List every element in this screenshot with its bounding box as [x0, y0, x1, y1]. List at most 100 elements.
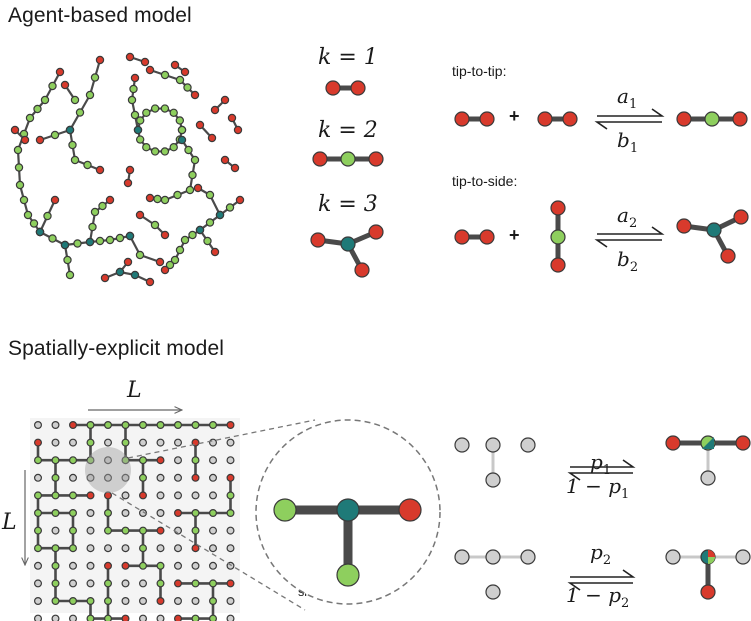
lattice-node — [139, 526, 148, 535]
s1-bottom — [485, 472, 501, 488]
lattice-node — [226, 438, 235, 447]
lattice-node — [156, 614, 165, 621]
lattice-node — [86, 561, 95, 570]
lattice-node — [191, 614, 200, 621]
lattice-node — [226, 614, 235, 621]
agent-node — [150, 147, 160, 156]
agent-node — [210, 105, 220, 115]
rate-a2: a2 — [617, 203, 638, 231]
agent-node — [195, 120, 205, 130]
lattice-grid — [25, 410, 240, 621]
zoom-center-node — [336, 498, 360, 522]
tt-prod-b — [704, 111, 720, 127]
lattice-node — [121, 491, 130, 500]
agent-node — [55, 67, 65, 77]
agent-node — [125, 231, 135, 241]
forward-harpoon — [570, 569, 636, 578]
lattice-node — [103, 526, 112, 535]
lattice-node — [86, 438, 95, 447]
agent-node — [145, 277, 155, 287]
lattice-node — [139, 544, 148, 553]
lattice-node — [51, 544, 60, 553]
agent-node — [175, 116, 185, 125]
degree-label-k3: k = 3 — [318, 192, 378, 217]
k3-node-bottom — [354, 262, 370, 278]
lattice-node — [174, 438, 183, 447]
lattice-node — [51, 491, 60, 500]
lattice-node — [121, 544, 130, 553]
agent-node — [177, 125, 187, 135]
agent-node — [150, 104, 160, 113]
agent-node — [10, 125, 20, 135]
agent-node — [100, 273, 110, 283]
s1-mid — [485, 437, 501, 453]
agent-node — [115, 233, 125, 243]
agent-node — [43, 211, 52, 221]
agent-node — [188, 170, 197, 180]
lattice-node — [121, 473, 130, 482]
ts-a — [454, 229, 470, 245]
lattice-node — [209, 526, 218, 535]
backward-harpoon — [594, 239, 662, 248]
agent-node — [135, 250, 145, 260]
zoom-guide-bottom — [111, 492, 306, 611]
agent-node — [90, 73, 100, 82]
lattice-node — [139, 509, 148, 518]
agent-node — [95, 165, 105, 175]
lattice-node — [103, 561, 112, 570]
agent-node — [35, 227, 45, 237]
lattice-node — [103, 544, 112, 553]
agent-node — [142, 108, 151, 117]
spatial-reactions — [454, 435, 751, 600]
agent-node — [73, 239, 82, 248]
lattice-node — [68, 561, 77, 570]
lattice-node — [156, 579, 165, 588]
agent-node — [35, 135, 45, 145]
lattice-node — [226, 491, 235, 500]
lattice-node — [103, 579, 112, 588]
tip-to-side-arrows — [594, 226, 665, 248]
k2-node-center — [340, 151, 356, 167]
agent-node — [85, 237, 95, 247]
lattice-node — [33, 544, 42, 553]
lattice-node — [139, 438, 148, 447]
zoom-side-neighbor — [336, 563, 360, 587]
lattice-node — [33, 526, 42, 535]
lattice-node — [191, 491, 200, 500]
lattice-node — [33, 438, 42, 447]
agent-node — [60, 80, 70, 90]
agent-node — [210, 247, 220, 257]
lattice-node — [174, 579, 183, 588]
agent-node — [170, 60, 180, 70]
agent-node — [184, 145, 193, 155]
lattice-node — [103, 473, 112, 482]
lattice-node — [68, 579, 77, 588]
agent-node — [205, 218, 215, 227]
agent-node — [50, 195, 60, 205]
s1p-bottom — [700, 470, 716, 486]
spatially-explicit-model-heading: Spatially-explicit model — [8, 337, 224, 360]
backward-harpoon — [567, 472, 633, 481]
agent-node — [175, 75, 185, 85]
agent-node — [40, 95, 50, 105]
agent-based-model-heading: Agent-based model — [8, 4, 192, 27]
agent-node — [215, 210, 225, 220]
lattice-node — [174, 526, 183, 535]
lattice-node — [51, 473, 60, 482]
lattice-node — [209, 491, 218, 500]
agent-node — [129, 84, 138, 94]
agent-node — [183, 83, 192, 92]
lattice-node — [103, 421, 112, 430]
lattice-node — [156, 561, 165, 570]
lattice-node — [191, 473, 200, 482]
lattice-node — [156, 596, 165, 605]
lattice-node — [174, 456, 183, 465]
agent-node — [68, 140, 77, 150]
forward-harpoon — [597, 226, 665, 235]
lattice-node — [226, 579, 235, 588]
agent-node — [227, 113, 237, 123]
s2-mid — [485, 549, 501, 565]
lattice-node — [226, 421, 235, 430]
lattice-node — [191, 544, 200, 553]
lattice-node — [86, 456, 95, 465]
